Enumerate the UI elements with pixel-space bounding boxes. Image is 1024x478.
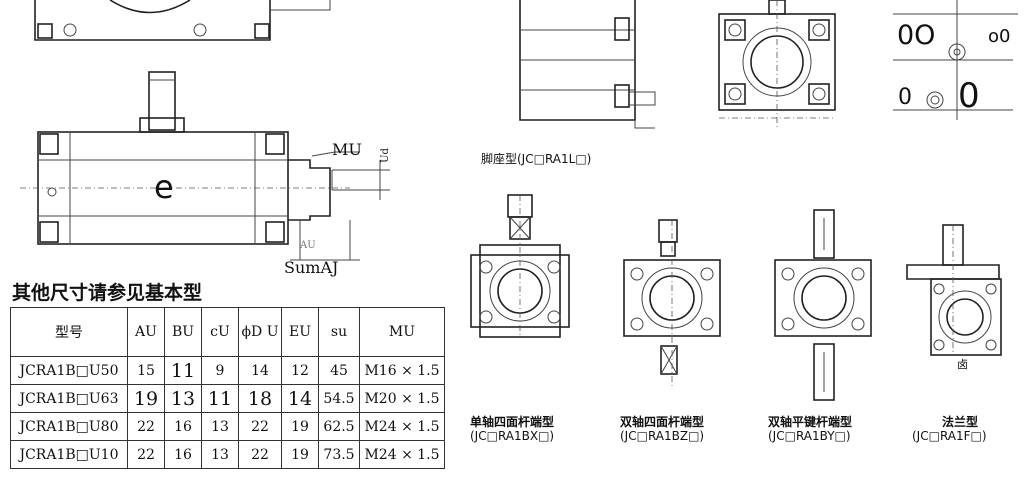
cell: 54.5 [318, 384, 360, 413]
cell: 14 [281, 384, 319, 413]
table-row: JCRA1B□U10 22 16 13 22 19 73.5 M24 × 1.5 [10, 440, 445, 469]
cell: 22 [127, 412, 165, 441]
cell: JCRA1B□U80 [10, 412, 128, 441]
cell: 11 [201, 384, 239, 413]
du-label: Ud [379, 148, 391, 163]
au-partial-label: AU [300, 240, 316, 251]
variant-caption-2: 双轴四面杆端型 (JC□RA1BZ□) [620, 415, 760, 443]
variant-name: 单轴四面杆端型 [470, 415, 555, 429]
col-du: ϕD U [238, 307, 282, 357]
top-partial-drawing [34, 0, 331, 41]
cell: 13 [201, 440, 239, 469]
cell: M16 × 1.5 [359, 356, 445, 385]
o0-label: o0 [988, 26, 1011, 47]
variant-code: (JC□RA1F□) [912, 429, 987, 443]
cell: 16 [164, 440, 202, 469]
cell: 22 [238, 440, 282, 469]
cell: JCRA1B□U63 [10, 384, 128, 413]
variant-caption-4: 法兰型 (JC□RA1F□) [912, 415, 1022, 443]
foot-mount-label: 脚座型(JC□RA1L□) [481, 152, 592, 166]
cell: 19 [281, 412, 319, 441]
variant-flat-key-drawing [774, 209, 872, 401]
oo-label: 0O [897, 20, 936, 51]
cell: 22 [127, 440, 165, 469]
cell: M24 × 1.5 [359, 440, 445, 469]
front-view-drawing [718, 0, 836, 130]
cell: 22 [238, 412, 282, 441]
table-row: JCRA1B□U80 22 16 13 22 19 62.5 M24 × 1.5 [10, 412, 445, 441]
zero-big-label: 0 [958, 76, 980, 116]
variant-flange-drawing [906, 224, 1002, 356]
small-char-label: 卤 [957, 358, 968, 371]
col-model: 型号 [10, 307, 128, 357]
cell: 9 [201, 356, 239, 385]
mu-label: MU [332, 140, 362, 159]
cell: 14 [238, 356, 282, 385]
spec-table: 型号 AU BU cU ϕD U EU su MU JCRA1B□U50 15 … [10, 307, 445, 469]
col-au: AU [127, 307, 165, 357]
col-mu: MU [359, 307, 445, 357]
col-su: su [318, 307, 360, 357]
e-label: e [154, 168, 174, 206]
variant-double-shaft-drawing [623, 219, 721, 388]
col-bu: BU [164, 307, 202, 357]
col-cu: cU [201, 307, 239, 357]
cell: 45 [318, 356, 360, 385]
cell: 15 [127, 356, 165, 385]
cell: M24 × 1.5 [359, 412, 445, 441]
table-header-row: 型号 AU BU cU ϕD U EU su MU [10, 307, 445, 357]
partial-dimension-drawing [893, 0, 1018, 120]
variant-name: 双轴四面杆端型 [620, 415, 705, 429]
foot-mount-side-drawing [519, 0, 656, 129]
cell: 19 [281, 440, 319, 469]
cell: JCRA1B□U10 [10, 440, 128, 469]
variant-code: (JC□RA1BY□) [768, 429, 851, 443]
cell: 62.5 [318, 412, 360, 441]
actuator-side-drawing [20, 71, 390, 261]
col-eu: EU [281, 307, 319, 357]
variant-name: 双轴平键杆端型 [768, 415, 853, 429]
cell: 13 [164, 384, 202, 413]
cell: 12 [281, 356, 319, 385]
variant-caption-3: 双轴平键杆端型 (JC□RA1BY□) [768, 415, 908, 443]
table-row: JCRA1B□U50 15 11 9 14 12 45 M16 × 1.5 [10, 356, 445, 385]
cell: 11 [164, 356, 202, 385]
cell: M20 × 1.5 [359, 384, 445, 413]
cell: 13 [201, 412, 239, 441]
variant-code: (JC□RA1BZ□) [620, 429, 705, 443]
cell: JCRA1B□U50 [10, 356, 128, 385]
cell: 18 [238, 384, 282, 413]
sum-aj-label: SumAJ [284, 258, 339, 277]
zero-left-label: 0 [898, 85, 912, 110]
cell: 19 [127, 384, 165, 413]
variant-name: 法兰型 [942, 415, 979, 429]
variant-code: (JC□RA1BX□) [470, 429, 555, 443]
cell: 73.5 [318, 440, 360, 469]
variant-single-shaft-drawing [470, 194, 570, 338]
section-title: 其他尺寸请参见基本型 [12, 282, 203, 304]
variant-caption-1: 单轴四面杆端型 (JC□RA1BX□) [470, 415, 610, 443]
table-row: JCRA1B□U63 19 13 11 18 14 54.5 M20 × 1.5 [10, 384, 445, 413]
cell: 16 [164, 412, 202, 441]
